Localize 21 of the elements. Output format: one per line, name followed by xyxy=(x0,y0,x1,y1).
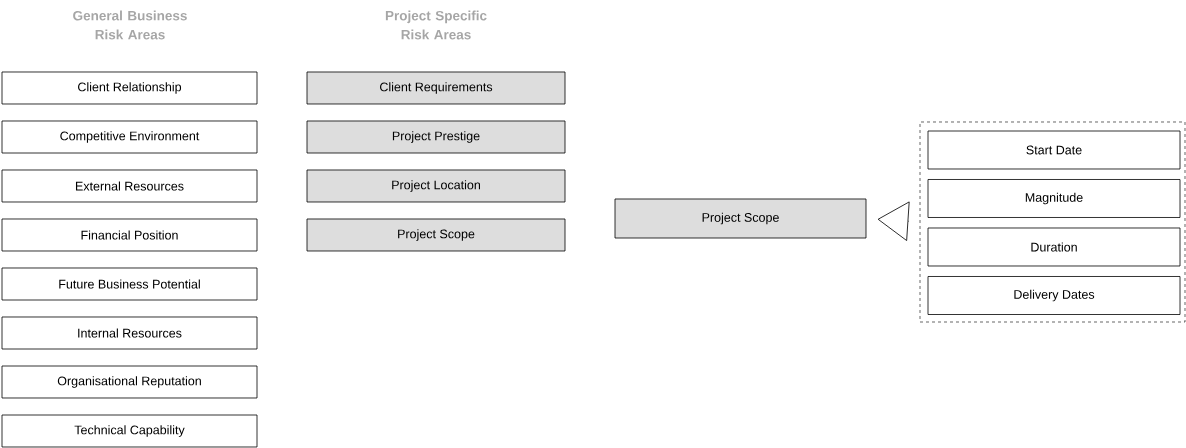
risk-box: Client Requirements xyxy=(306,71,566,105)
risk-box: Project Prestige xyxy=(306,120,566,154)
risk-box: Start Date xyxy=(927,130,1181,170)
risk-box: Internal Resources xyxy=(1,316,258,350)
risk-box: Competitive Environment xyxy=(1,120,258,154)
risk-box: Organisational Reputation xyxy=(1,365,258,399)
risk-box: Technical Capability xyxy=(1,414,258,448)
risk-box: External Resources xyxy=(1,169,258,203)
column-heading: Project Specific Risk Areas xyxy=(385,10,487,40)
generalization-arrow xyxy=(877,201,910,241)
risk-box: Project Scope xyxy=(614,198,867,239)
dashed-group-box xyxy=(919,121,1186,323)
column-heading: General Business Risk Areas xyxy=(73,10,187,40)
risk-box: Project Scope xyxy=(306,218,566,252)
risk-box: Duration xyxy=(927,227,1181,267)
risk-box: Magnitude xyxy=(927,179,1181,218)
risk-box: Client Relationship xyxy=(1,71,258,105)
risk-box: Future Business Potential xyxy=(1,267,258,301)
risk-box: Project Location xyxy=(306,169,566,203)
risk-box: Financial Position xyxy=(1,218,258,252)
risk-box: Delivery Dates xyxy=(927,276,1181,315)
